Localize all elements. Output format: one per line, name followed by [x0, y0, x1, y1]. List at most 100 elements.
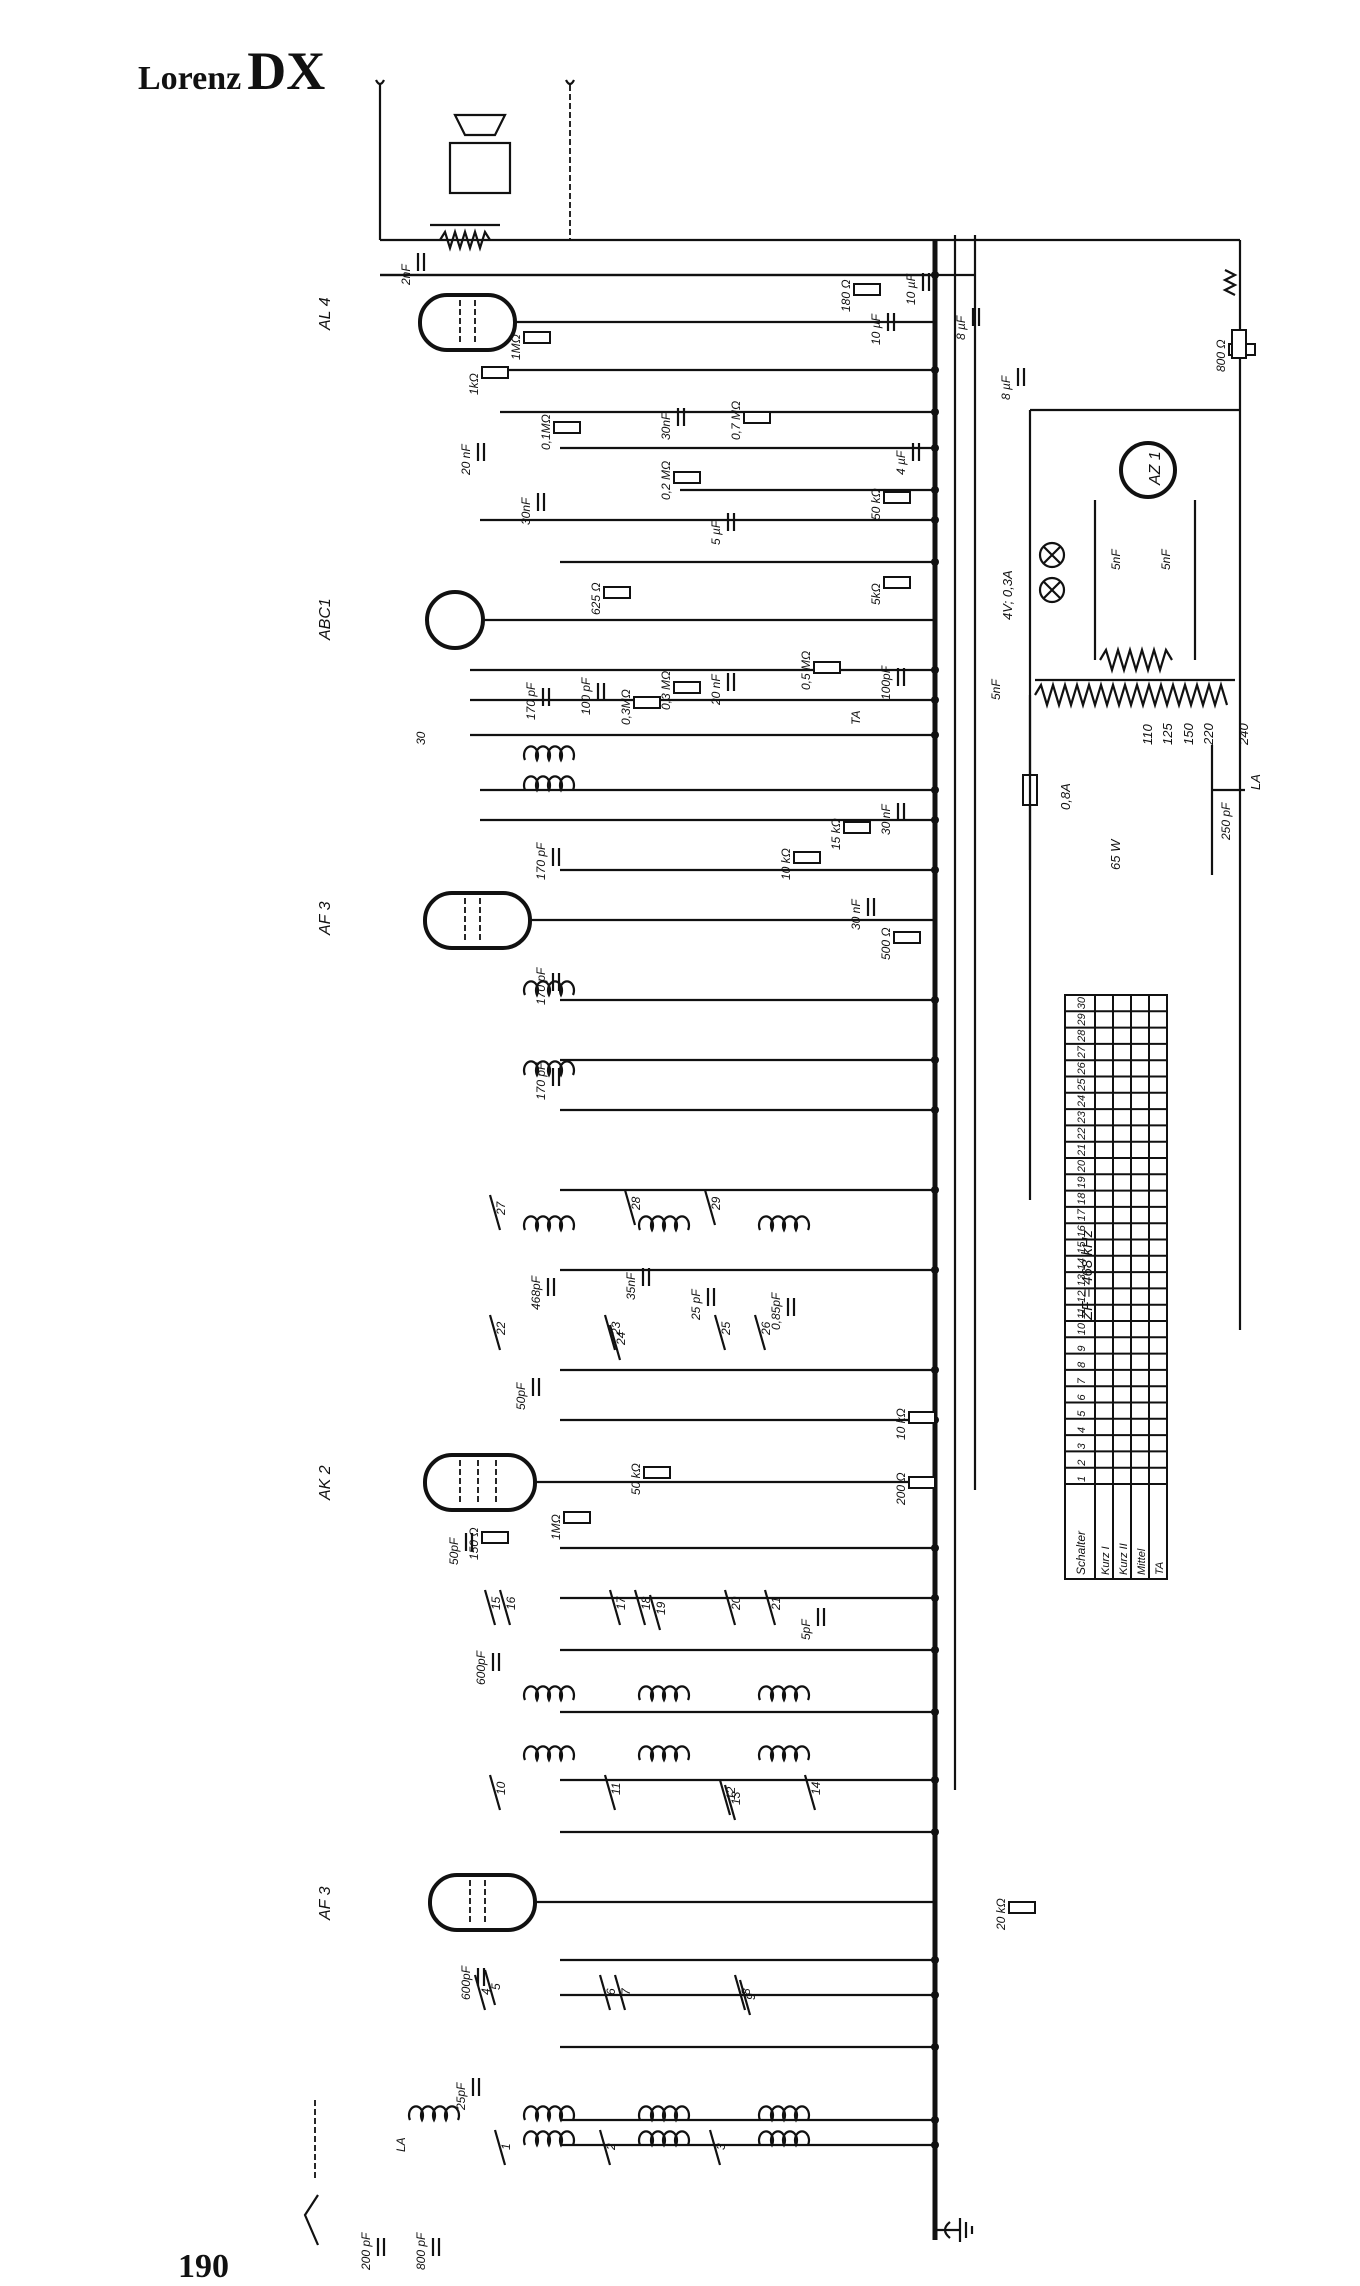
- component-label-c-30nF-a: 30nF: [519, 497, 533, 525]
- switch-number-cell: 6: [1076, 1394, 1088, 1401]
- switch-closed-mark: [1095, 1467, 1113, 1484]
- switch-number: 21: [769, 1597, 783, 1611]
- component-label-r-5k: 5kΩ: [869, 583, 883, 605]
- switch-number-cell: 7: [1076, 1377, 1088, 1384]
- la-label: LA: [1248, 774, 1263, 790]
- switch-number: 14: [809, 1781, 823, 1795]
- resistor-symbol: [893, 931, 921, 944]
- component-label-pot-01M: 0,1MΩ: [539, 414, 553, 450]
- speaker-icon: [430, 113, 512, 252]
- switch-number: 25: [719, 1321, 733, 1336]
- resistor-symbol: [813, 661, 841, 674]
- switch-contact: [598, 2129, 612, 2166]
- switch-number: 5: [489, 1983, 503, 1990]
- resistor-symbol: [743, 411, 771, 424]
- component-label-c-100pF-b: 100pF: [879, 665, 893, 700]
- lamp-rating-label: 4V; 0,3A: [1000, 570, 1015, 620]
- component-label-c-8uF-b: 8 µF: [999, 375, 1013, 400]
- resistor-symbol: [481, 366, 509, 379]
- voltage-tap-label: 240: [1236, 723, 1251, 746]
- switch-closed-mark: [1131, 1288, 1149, 1305]
- switch-contact: [723, 1589, 737, 1626]
- coil-icon: [522, 1215, 576, 1233]
- la-cap-label: 250 pF: [1219, 802, 1233, 841]
- switch-number-cell: 19: [1076, 1176, 1088, 1188]
- switch-contact: [803, 1774, 817, 1811]
- switch-number: 13: [729, 1791, 743, 1805]
- switch-closed-mark: [1095, 1043, 1113, 1061]
- component-label-c-085pF: 0,85pF: [769, 1292, 783, 1330]
- switch-contact: [723, 1784, 737, 1821]
- switch-number: 26: [759, 1321, 773, 1336]
- switch-table-row-label: Kurz II: [1118, 1543, 1130, 1575]
- tube-label: AZ 1: [1147, 451, 1164, 486]
- switch-number-cell: 24: [1076, 1095, 1088, 1108]
- coil-icon: [522, 2105, 576, 2123]
- switch-contact: [598, 1974, 612, 2011]
- coil-icon: [522, 775, 576, 793]
- switch-contact: [603, 1774, 617, 1811]
- switch-number: 28: [629, 1196, 643, 1211]
- switch-contact: [648, 1594, 662, 1631]
- component-label-r-50k: 50 kΩ: [869, 488, 883, 520]
- switch-contact: [488, 1314, 502, 1351]
- switch-closed-mark: [1113, 1109, 1131, 1126]
- switch-number-cell: 26: [1076, 1061, 1088, 1075]
- component-label-c-10uF-a: 10 µF: [904, 273, 918, 305]
- tube-abc1: [425, 590, 485, 650]
- resistor-symbol: [793, 851, 821, 864]
- power-rating-label: 65 W: [1108, 838, 1123, 870]
- switch-closed-mark: [1113, 1451, 1131, 1468]
- component-label-c-600pF-b: 600pF: [459, 1965, 473, 2000]
- switch-number: 1: [499, 2143, 513, 2150]
- lamp-icon: [1038, 576, 1066, 604]
- component-label-ta: TA: [849, 711, 863, 725]
- resistor-symbol: [603, 586, 631, 599]
- tube-al4: [418, 293, 517, 352]
- component-label-r-10k: 10 kΩ: [779, 848, 793, 880]
- voltage-tap-label: 150: [1181, 723, 1196, 745]
- switch-contact: [488, 1194, 502, 1231]
- switch-contact: [763, 1589, 777, 1626]
- coil-icon: [757, 2105, 811, 2123]
- component-label-r-20k: 20 kΩ: [994, 1898, 1008, 1931]
- component-label-r-150: 150 Ω: [467, 1528, 481, 1560]
- switch-number-cell: 15: [1076, 1241, 1088, 1254]
- component-label-c-800pF: 800 pF: [414, 2232, 428, 2270]
- component-label-c-170pF-c: 170 pF: [534, 967, 548, 1005]
- coil-icon: [637, 2105, 691, 2123]
- switch-contact: [608, 1589, 622, 1626]
- switch-number-cell: 4: [1076, 1427, 1088, 1433]
- component-label-c-170pF-a: 170 pF: [524, 682, 538, 720]
- switch-closed-mark: [1149, 995, 1167, 1012]
- component-label-c-35nF: 35nF: [624, 1272, 638, 1300]
- coil-icon: [757, 1215, 811, 1233]
- switch-contact: [473, 1974, 487, 2011]
- tube-af3-if: [423, 891, 532, 950]
- component-label-r-1M: 1MΩ: [509, 334, 523, 360]
- page-number: 190: [178, 2248, 229, 2285]
- component-label-r-03M-a: 0,3MΩ: [619, 689, 633, 725]
- switch-closed-mark: [1131, 1158, 1149, 1175]
- switch-table-row-label: Mittel: [1136, 1548, 1148, 1575]
- switch-number-cell: 5: [1076, 1410, 1088, 1417]
- switch-closed-mark: [1095, 1092, 1113, 1110]
- switch-number: 27: [494, 1200, 508, 1216]
- switch-contact: [603, 1314, 617, 1351]
- switch-number-cell: 22: [1076, 1127, 1088, 1140]
- coil-blocks: [407, 745, 811, 2148]
- tube-af3-rf: [428, 1873, 537, 1932]
- switch-table-row-label: Kurz I: [1100, 1546, 1112, 1575]
- resistor-symbol: [853, 283, 881, 296]
- switch-number: 23: [609, 1321, 623, 1336]
- component-label-c-8uF-a: 8 µF: [954, 315, 968, 340]
- switch-closed-mark: [1113, 1255, 1131, 1273]
- resistor-symbol: [633, 696, 661, 709]
- signal-wiring: [380, 271, 939, 2149]
- component-label-r-625: 625 Ω: [589, 583, 603, 615]
- resistor-symbol: [553, 421, 581, 434]
- switch-number: 10: [494, 1781, 508, 1795]
- switch-closed-mark: [1113, 1076, 1131, 1093]
- switch-closed-mark: [1149, 1272, 1167, 1289]
